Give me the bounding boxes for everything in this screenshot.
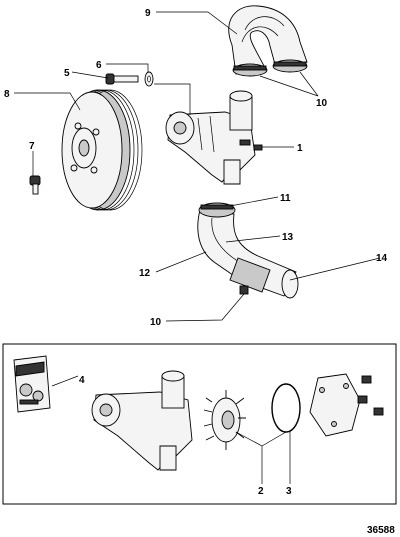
figure-id: 36588 <box>367 525 395 536</box>
callout-13: 13 <box>282 232 294 243</box>
callout-7: 7 <box>29 141 35 152</box>
callout-10-upper: 10 <box>316 98 328 109</box>
callout-14: 14 <box>376 253 388 264</box>
callout-10-lower: 10 <box>150 317 162 328</box>
kit-bag-part <box>13 355 51 413</box>
callout-labels: 9 6 5 8 10 7 1 11 13 14 12 10 4 2 3 <box>4 8 388 497</box>
leader-lines <box>14 11 381 484</box>
callout-1: 1 <box>297 143 303 154</box>
elbow-hose-part <box>197 202 299 299</box>
o-ring-part <box>271 383 301 433</box>
callout-11: 11 <box>280 193 291 204</box>
upper-hose-part <box>228 5 308 77</box>
pulley-part <box>61 89 143 211</box>
callout-6: 6 <box>96 60 102 71</box>
callout-9: 9 <box>145 8 151 19</box>
cover-plate-part <box>309 373 384 437</box>
callout-4: 4 <box>79 375 85 386</box>
callout-8: 8 <box>4 89 10 100</box>
lower-water-pump-part <box>91 370 193 471</box>
callout-3: 3 <box>286 486 292 497</box>
callout-5: 5 <box>64 68 70 79</box>
callout-12: 12 <box>139 268 151 279</box>
bolt-part <box>29 175 41 195</box>
service-kit-border <box>2 343 397 505</box>
upper-water-pump-part <box>165 90 263 185</box>
callout-2: 2 <box>258 486 264 497</box>
bolt-and-washer-part <box>105 71 154 87</box>
impeller-part <box>203 390 246 450</box>
